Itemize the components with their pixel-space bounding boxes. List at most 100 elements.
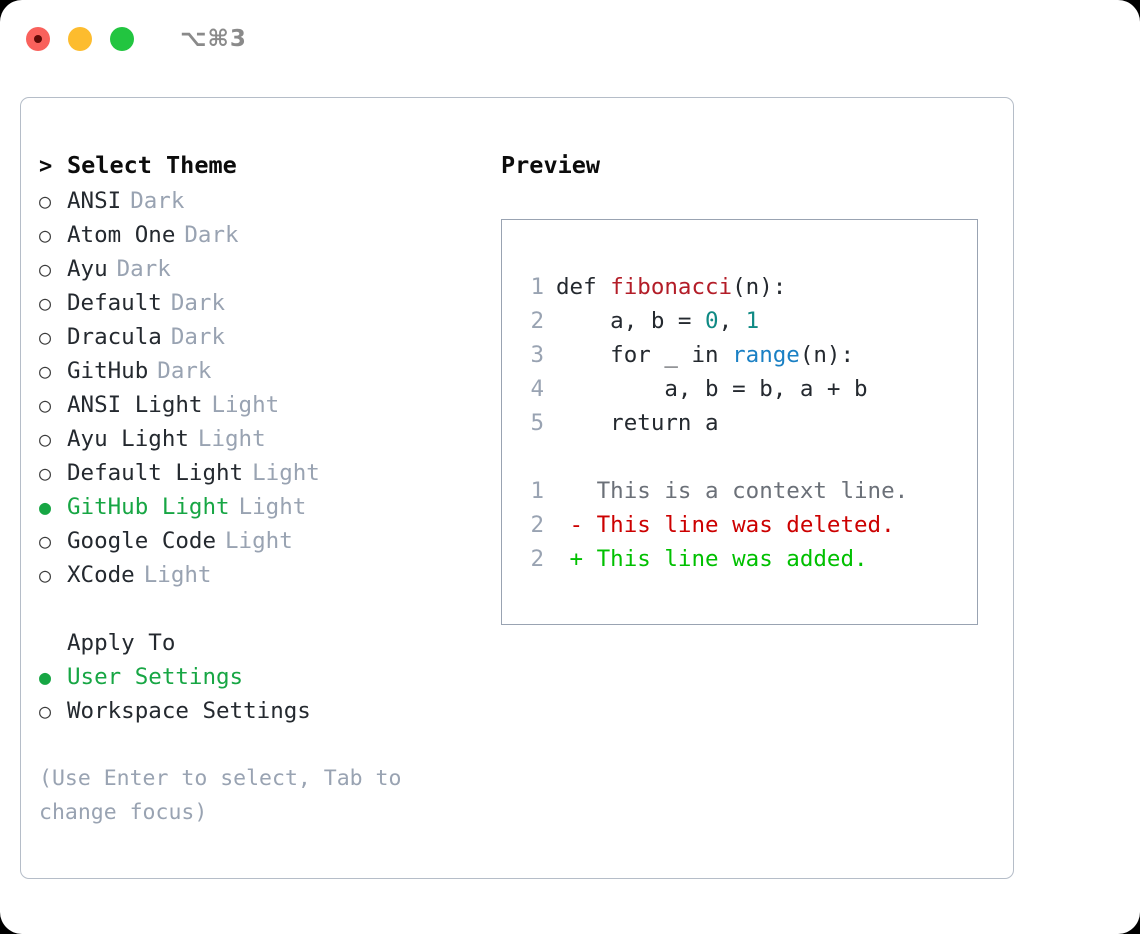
code-token: a, b =	[556, 308, 706, 334]
theme-list-item[interactable]: ○ ANSI Light Light	[39, 388, 494, 422]
code-token: def	[556, 274, 611, 300]
theme-list-item[interactable]: ○ Google Code Light	[39, 524, 494, 558]
code-token: fibonacci	[610, 274, 733, 300]
code-token: a, b = b, a + b	[556, 376, 868, 402]
line-number: 2	[530, 512, 544, 538]
code-line: 3 for _ in range(n):	[518, 338, 977, 372]
theme-category: Light	[238, 494, 307, 520]
code-token: (n):	[732, 274, 787, 300]
apply-to-option[interactable]: ○ Workspace Settings	[39, 694, 494, 728]
apply-to-list: ● User Settings ○ Workspace Settings	[39, 660, 494, 728]
theme-category: Light	[225, 528, 293, 554]
radio-unselected-icon: ○	[39, 529, 52, 553]
apply-to-option[interactable]: ● User Settings	[39, 660, 494, 694]
minimize-button[interactable]	[68, 27, 92, 51]
apply-to-label: Apply To	[67, 630, 176, 656]
theme-name: GitHub	[67, 358, 149, 384]
theme-list-item[interactable]: ○ GitHub Dark	[39, 354, 494, 388]
theme-name: Ayu	[67, 256, 108, 282]
radio-unselected-icon: ○	[39, 461, 52, 485]
radio-unselected-icon: ○	[39, 563, 52, 587]
window-controls	[26, 27, 134, 51]
theme-name: GitHub Light	[67, 494, 230, 520]
theme-name: Default	[67, 290, 162, 316]
apply-to-option-label: Workspace Settings	[67, 698, 311, 724]
recording-dot-icon	[34, 35, 42, 43]
theme-name: XCode	[67, 562, 135, 588]
radio-selected-icon: ●	[39, 495, 52, 519]
line-number: 2	[530, 546, 544, 572]
theme-category: Dark	[130, 188, 185, 214]
code-token: for _ in	[556, 342, 733, 368]
line-number: 3	[530, 342, 544, 368]
list-spacer	[39, 592, 494, 626]
code-token: range	[732, 342, 800, 368]
theme-name: Atom One	[67, 222, 176, 248]
theme-category: Light	[211, 392, 280, 418]
radio-unselected-icon: ○	[39, 189, 52, 213]
select-theme-title: Select Theme	[67, 151, 237, 179]
radio-unselected-icon: ○	[39, 325, 52, 349]
theme-name: ANSI	[67, 188, 122, 214]
theme-category: Dark	[170, 324, 226, 350]
theme-list-item[interactable]: ○ Dracula Dark	[39, 320, 494, 354]
diff-line: 2 - This line was deleted.	[518, 508, 977, 542]
diff-line-text: This is a context line.	[556, 478, 909, 504]
code-token: return a	[556, 410, 719, 436]
theme-name: Ayu Light	[67, 426, 189, 452]
code-diff-spacer	[518, 440, 977, 474]
code-token: 1	[745, 308, 760, 334]
radio-unselected-icon: ○	[39, 291, 52, 315]
diff-line-text: + This line was added.	[556, 546, 868, 572]
code-token: ,	[718, 308, 746, 334]
select-theme-header: > Select Theme	[39, 148, 494, 184]
prompt-caret-icon: >	[39, 154, 53, 179]
theme-name: Google Code	[67, 528, 217, 554]
line-number: 2	[530, 308, 544, 334]
radio-unselected-icon: ○	[39, 257, 52, 281]
theme-category: Dark	[170, 290, 226, 316]
theme-category: Light	[197, 426, 266, 452]
radio-unselected-icon: ○	[39, 699, 52, 723]
code-line: 2 a, b = 0, 1	[518, 304, 977, 338]
code-line: 4 a, b = b, a + b	[518, 372, 977, 406]
theme-category: Dark	[157, 358, 212, 384]
code-line: 5 return a	[518, 406, 977, 440]
title-bar: ⌥⌘3	[0, 0, 1140, 78]
theme-list-item[interactable]: ○ Ayu Dark	[39, 252, 494, 286]
maximize-button[interactable]	[110, 27, 134, 51]
theme-list-item[interactable]: ○ XCode Light	[39, 558, 494, 592]
theme-category: Dark	[116, 256, 171, 282]
radio-unselected-icon: ○	[39, 393, 52, 417]
theme-list-item[interactable]: ● GitHub Light Light	[39, 490, 494, 524]
radio-selected-icon: ●	[39, 665, 52, 689]
line-number: 1	[530, 478, 544, 504]
line-number: 4	[530, 376, 544, 402]
code-token: (n):	[799, 342, 855, 368]
radio-unselected-icon: ○	[39, 223, 52, 247]
diff-sample: 1 This is a context line. 2 - This line w…	[518, 474, 977, 576]
code-line: 1 def fibonacci(n):	[518, 270, 977, 304]
close-button[interactable]	[26, 27, 50, 51]
code-token: 0	[705, 308, 719, 334]
theme-name: Dracula	[67, 324, 162, 350]
apply-to-option-label: User Settings	[67, 664, 244, 690]
line-number: 1	[530, 274, 544, 300]
theme-name: ANSI Light	[67, 392, 203, 418]
diff-line: 2 + This line was added.	[518, 542, 977, 576]
keyboard-hint: (Use Enter to select, Tab to change focu…	[39, 766, 402, 825]
theme-name: Default Light	[67, 460, 244, 486]
theme-list-item[interactable]: ○ ANSI Dark	[39, 184, 494, 218]
theme-category: Light	[143, 562, 212, 588]
radio-unselected-icon: ○	[39, 359, 52, 383]
theme-list-item[interactable]: ○ Default Dark	[39, 286, 494, 320]
